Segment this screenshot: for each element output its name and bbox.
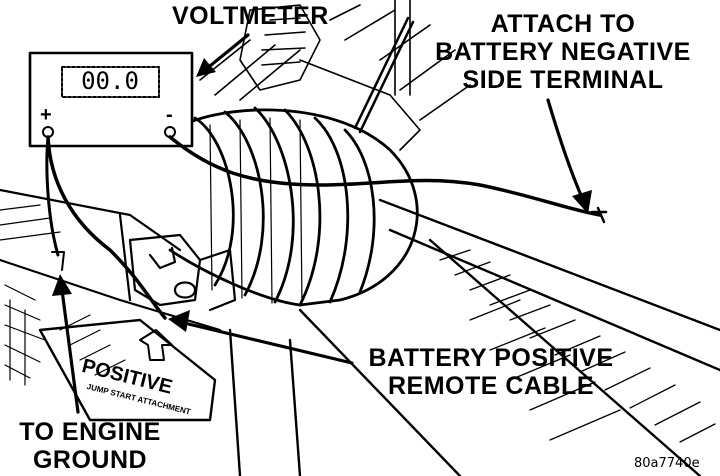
- attach-line-1: ATTACH TO: [490, 10, 636, 38]
- left-hatching: [0, 204, 126, 386]
- probe-rod: [353, 16, 415, 134]
- ground-arrowhead: [52, 274, 72, 296]
- label-attach-negative: ATTACH TO BATTERY NEGATIVE SIDE TERMINAL: [418, 10, 708, 94]
- voltmeter-display: [61, 66, 160, 98]
- voltmeter-leader: [203, 33, 250, 72]
- battery-arrowhead: [168, 310, 190, 332]
- attach-arrowhead: [572, 190, 592, 214]
- label-voltmeter: VOLTMETER: [172, 2, 329, 30]
- attach-line-3: SIDE TERMINAL: [462, 66, 664, 94]
- positive-test-lead: [46, 135, 167, 320]
- negative-test-lead: [168, 135, 602, 217]
- plus-symbol: +: [40, 104, 52, 126]
- ground-line-2: GROUND: [32, 446, 148, 474]
- left-engine-area: [0, 188, 237, 332]
- cover-arrow-shape: [139, 329, 173, 361]
- ground-test-lead: [45, 135, 60, 257]
- housing-hatching: [439, 249, 716, 443]
- voltmeter-arrowhead: [196, 58, 216, 77]
- leader-arrows: [60, 33, 585, 414]
- attach-leader: [546, 98, 585, 202]
- voltmeter-reading: 00.0: [81, 67, 139, 95]
- battery-housing: [228, 198, 720, 476]
- ground-leader: [60, 288, 80, 414]
- negative-clip: [590, 206, 608, 224]
- label-engine-ground: TO ENGINE GROUND: [10, 418, 170, 474]
- figure-id: 80a7740e: [634, 456, 700, 471]
- battery-leader: [178, 320, 354, 365]
- intake-hose: [168, 106, 419, 307]
- positive-terminal-cover: [38, 318, 217, 422]
- label-battery-positive: BATTERY POSITIVE REMOTE CABLE: [356, 344, 626, 400]
- engine-block-hatching: [199, 0, 471, 151]
- ground-clip: [51, 251, 65, 271]
- arrowheads: [52, 58, 592, 332]
- ground-line-1: TO ENGINE: [19, 418, 161, 446]
- attach-line-2: BATTERY NEGATIVE: [435, 38, 691, 66]
- battery-line-1: BATTERY POSITIVE: [368, 344, 614, 372]
- battery-line-2: REMOTE CABLE: [388, 372, 594, 400]
- minus-symbol: -: [166, 104, 173, 126]
